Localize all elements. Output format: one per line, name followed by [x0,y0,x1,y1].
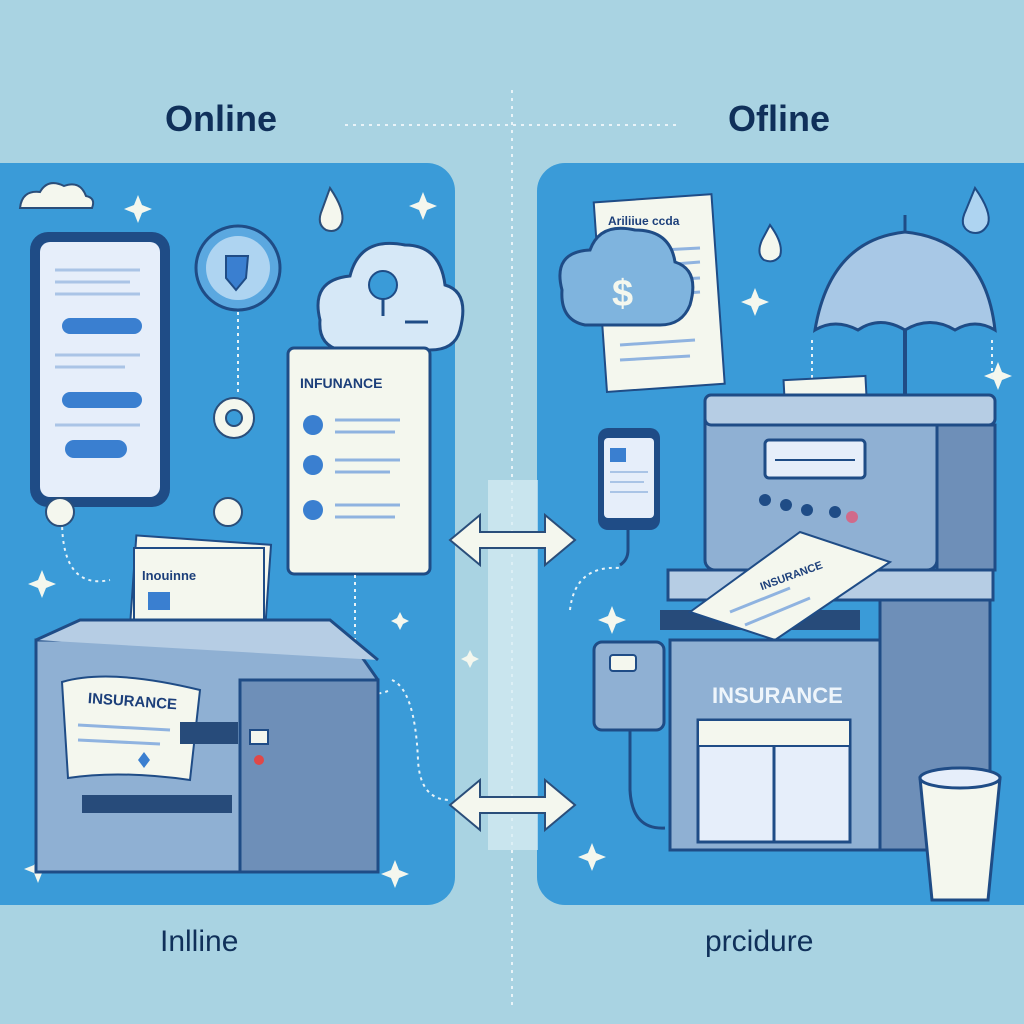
swap-arrow-top [448,512,577,568]
inline-heading: Inlline [160,925,239,958]
badge-icon [45,497,75,527]
droplet-icon [318,185,344,232]
online-printer: Inouinne INSURANCE [34,534,380,874]
phone-illustration [30,232,170,507]
small-phone-illustration [598,428,660,567]
online-heading: Online [165,98,278,139]
swap-arrow-bottom [448,777,577,833]
insurance-document: INFUNANCE [286,346,432,576]
offline-kiosk-machine: INSURANCE INSURANCE [660,374,997,852]
trash-can [918,766,1002,902]
sparkle-icon [578,288,1012,871]
cloud-pin-icon [316,241,465,352]
gear-icon [213,397,255,439]
umbrella-icon [812,215,997,400]
center-divider [345,90,680,1010]
droplet-icon [961,185,990,234]
cart-icon [213,497,243,527]
dollar-symbol: $ [612,273,633,315]
offline-heading: Ofline [728,98,831,139]
document-title: INFUNANCE [300,375,382,391]
kiosk-sign: INSURANCE [712,683,843,708]
cloud-icon [18,182,95,209]
card-reader [592,640,666,830]
printer-document-title: INSURANCE [87,690,177,713]
cloud-dollar-icon: $ [558,226,695,327]
tray-document-title: Inouinne [142,568,196,583]
map-pin-badge-icon [194,224,282,312]
droplet-icon [758,223,782,263]
procedure-heading: prcidure [705,925,814,958]
offline-document-title: Ariliiue ccda [608,214,680,228]
